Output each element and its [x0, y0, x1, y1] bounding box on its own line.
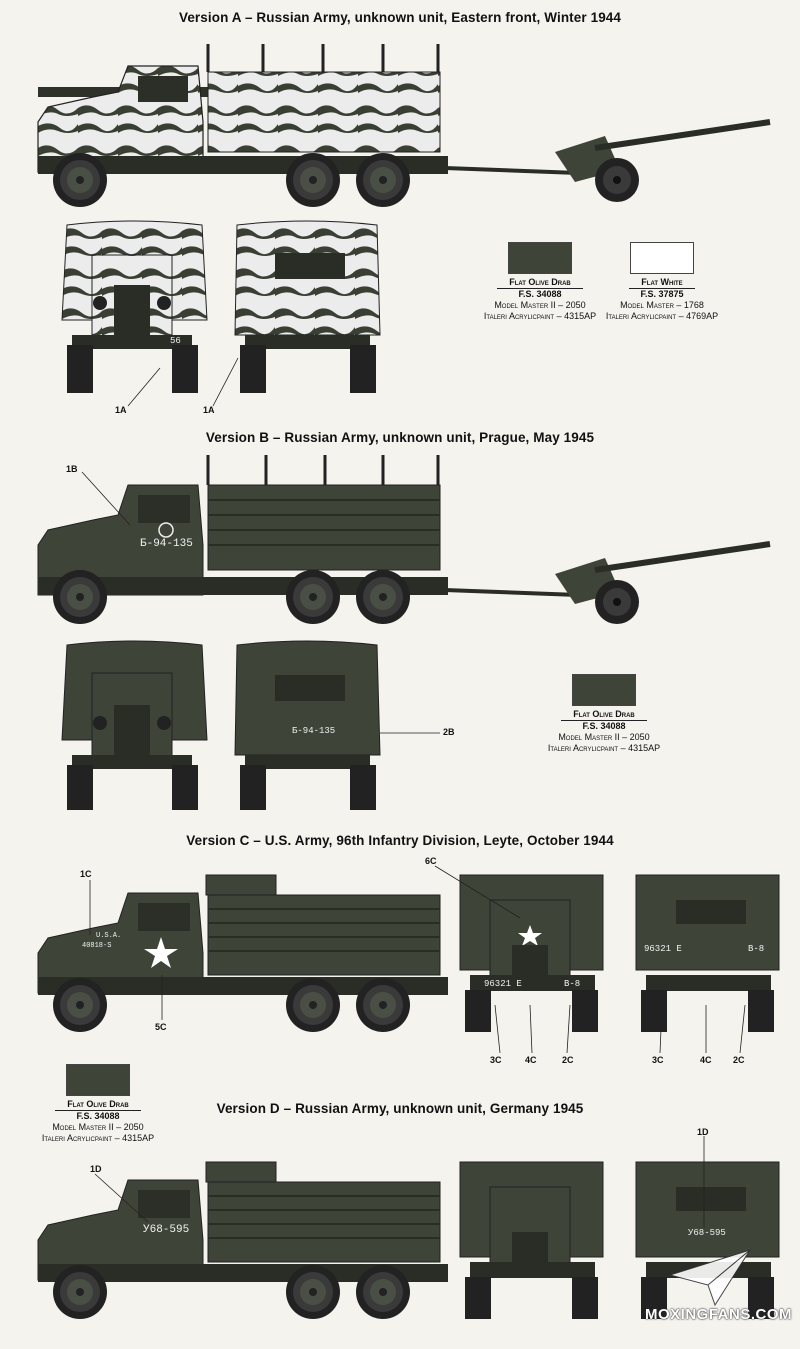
callout-1a: 1A [115, 405, 127, 415]
version-b-gun [444, 541, 771, 624]
callout-1d-rear: 1D [697, 1127, 709, 1137]
olive-swatch [508, 242, 572, 274]
version-c-front-view [459, 874, 604, 1032]
paint-model-master: Model Master II – 2050 [52, 1122, 144, 1132]
marking-c-rear-right: B-8 [748, 944, 765, 954]
callout-4c-rear: 4C [700, 1055, 712, 1065]
paint-fs: F.S. 34088 [518, 289, 562, 299]
callout-2c-front: 2C [562, 1055, 574, 1065]
callout-5c: 5C [155, 1022, 167, 1032]
version-a-title: Version A – Russian Army, unknown unit, … [178, 10, 622, 25]
callout-6c: 6C [425, 856, 437, 866]
paint-italeri: Italeri Acrylicpaint – 4769AP [605, 311, 719, 321]
callout-2c-rear: 2C [733, 1055, 745, 1065]
version-d-side-view [37, 1161, 448, 1319]
marking-d-side: У68-595 [143, 1224, 190, 1236]
callout-4c-front: 4C [525, 1055, 537, 1065]
version-b-front-view [61, 640, 208, 810]
paint-olive-b: Flat Olive Drab F.S. 34088 Model Master … [534, 674, 674, 754]
olive-swatch [572, 674, 636, 706]
paint-italeri: Italeri Acrylicpaint – 4315AP [41, 1133, 155, 1143]
olive-swatch [66, 1064, 130, 1096]
leader-lines [81, 357, 746, 1228]
watermark-text: MOXINGFANS.COM [644, 1306, 792, 1323]
paint-olive-c: Flat Olive Drab F.S. 34088 Model Master … [28, 1064, 168, 1144]
version-c-side-view [37, 874, 448, 1032]
callout-3c-front: 3C [490, 1055, 502, 1065]
paint-fs: F.S. 34088 [76, 1111, 120, 1121]
paint-italeri: Italeri Acrylicpaint – 4315AP [483, 311, 597, 321]
paint-italeri: Italeri Acrylicpaint – 4315AP [547, 743, 661, 753]
version-b-side-view [37, 455, 448, 624]
paint-fs: F.S. 37875 [640, 289, 684, 299]
paint-white-a: Flat White F.S. 37875 Model Master – 176… [592, 242, 732, 322]
callout-2b: 2B [443, 727, 455, 737]
version-c-title: Version C – U.S. Army, 96th Infantry Div… [186, 833, 614, 848]
callout-1d: 1D [90, 1164, 102, 1174]
callout-1b: 1B [66, 464, 78, 474]
marking-c-front-right: B-8 [564, 979, 581, 989]
marking-c-serial: 40818-S [82, 942, 112, 950]
watermark-logo [668, 1249, 752, 1307]
paint-model-master: Model Master II – 2050 [558, 732, 650, 742]
version-b-rear-view [234, 640, 381, 810]
marking-b-side: Б-94-135 [140, 538, 193, 550]
version-a-front-view [61, 220, 208, 393]
version-d-front-view [459, 1161, 604, 1319]
paint-name: Flat White [629, 277, 695, 289]
paint-fs: F.S. 34088 [582, 721, 626, 731]
paint-model-master: Model Master – 1768 [620, 300, 704, 310]
version-a-side-view [37, 44, 448, 207]
paint-olive-a: Flat Olive Drab F.S. 34088 Model Master … [470, 242, 610, 322]
version-c-rear-view [635, 874, 780, 1032]
callout-1a-rear: 1A [203, 405, 215, 415]
paint-model-master: Model Master II – 2050 [494, 300, 586, 310]
callout-1c: 1C [80, 869, 92, 879]
marking-c-front-left: 96321 E [484, 979, 522, 989]
white-swatch [630, 242, 694, 274]
callout-3c-rear: 3C [652, 1055, 664, 1065]
version-a-gun [444, 119, 771, 202]
version-d-rear-view [635, 1161, 780, 1319]
marking-c-rear-left: 96321 E [644, 944, 682, 954]
paint-name: Flat Olive Drab [497, 277, 583, 289]
paint-name: Flat Olive Drab [55, 1099, 141, 1111]
version-a-rear-view [234, 220, 381, 393]
version-d-title: Version D – Russian Army, unknown unit, … [216, 1101, 584, 1116]
version-b-title: Version B – Russian Army, unknown unit, … [205, 430, 595, 445]
marking-b-rear: Б-94-135 [292, 726, 336, 736]
marking-a-number: 56 [170, 336, 181, 346]
paint-name: Flat Olive Drab [561, 709, 647, 721]
marking-d-rear: У68-595 [688, 1228, 726, 1238]
marking-c-usa: U.S.A. [96, 932, 122, 940]
